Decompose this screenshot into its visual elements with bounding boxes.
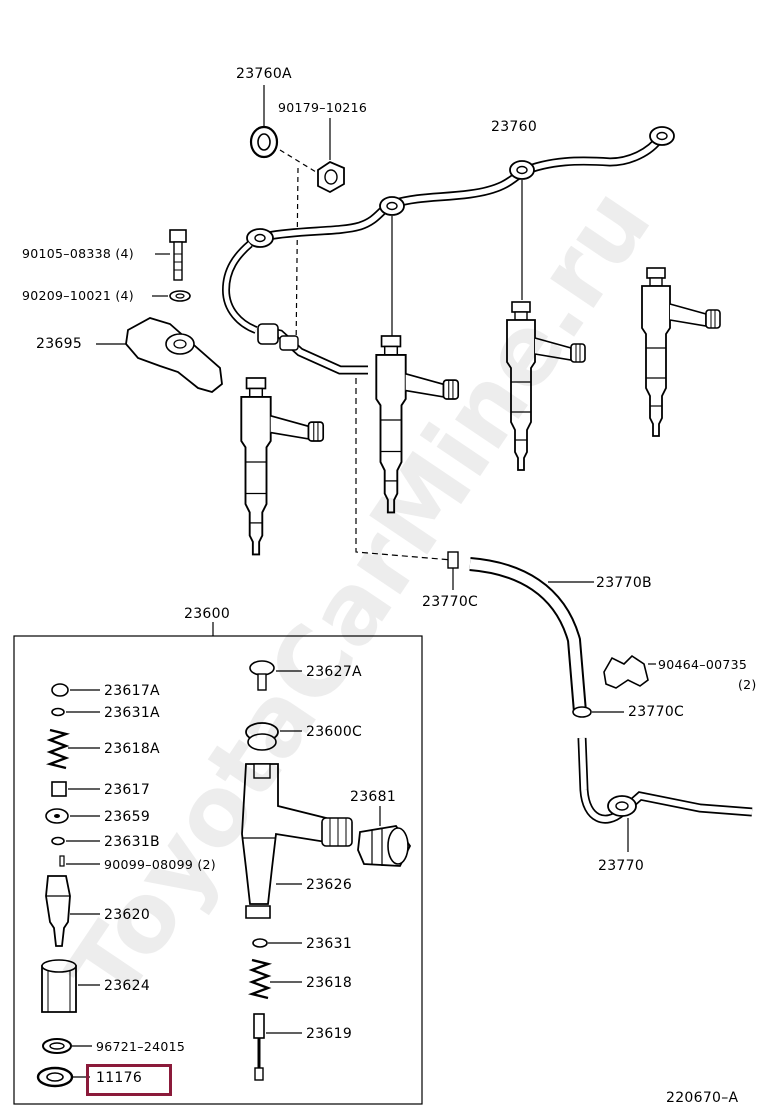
- label-23695: 23695: [36, 336, 83, 352]
- label-23770: 23770: [598, 858, 645, 874]
- label-90105-08338: 90105–08338 (4): [22, 246, 134, 261]
- label-23617a: 23617A: [104, 683, 160, 699]
- label-23770b: 23770B: [596, 575, 652, 591]
- label-96721-24015: 96721–24015: [96, 1039, 186, 1054]
- label-23600c: 23600C: [306, 724, 363, 740]
- label-23626: 23626: [306, 877, 353, 893]
- label-23624: 23624: [104, 978, 151, 994]
- label-23770c-mid: 23770C: [628, 704, 685, 720]
- label-90464-00735: 90464–00735: [658, 657, 748, 672]
- diagram-code: 220670–A: [666, 1090, 739, 1106]
- label-23760a: 23760A: [236, 66, 292, 82]
- label-90464-qty: (2): [738, 677, 757, 692]
- label-23618: 23618: [306, 975, 353, 991]
- label-90209-10021: 90209–10021 (4): [22, 288, 134, 303]
- label-23618a: 23618A: [104, 741, 160, 757]
- highlight-box: [86, 1064, 172, 1096]
- label-23619: 23619: [306, 1026, 353, 1042]
- label-23631: 23631: [306, 936, 353, 952]
- label-23627a: 23627A: [306, 664, 362, 680]
- label-11176: 11176: [96, 1070, 143, 1086]
- label-90099-08099: 90099–08099 (2): [104, 857, 216, 872]
- label-23681: 23681: [350, 789, 397, 805]
- label-23631a: 23631A: [104, 705, 160, 721]
- label-90179-10216: 90179–10216: [278, 100, 368, 115]
- label-23659: 23659: [104, 809, 151, 825]
- label-23617: 23617: [104, 782, 151, 798]
- label-23770c-top: 23770C: [422, 594, 479, 610]
- label-23631b: 23631B: [104, 834, 160, 850]
- label-23600: 23600: [184, 606, 231, 622]
- label-23620: 23620: [104, 907, 151, 923]
- label-23760: 23760: [491, 119, 538, 135]
